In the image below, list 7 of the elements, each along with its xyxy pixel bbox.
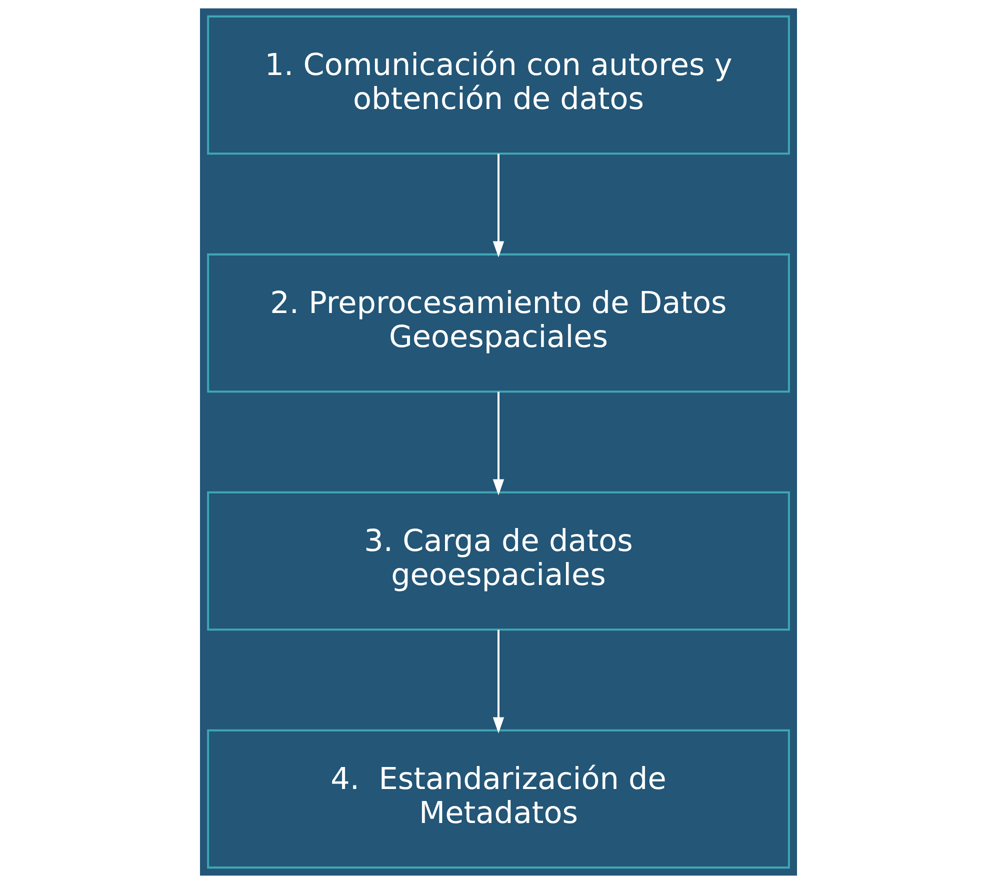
node-box: 2. Preprocesamiento de Datos Geoespaciales: [206, 253, 790, 393]
arrow: [492, 154, 504, 258]
arrow: [492, 630, 504, 734]
arrow: [492, 392, 504, 496]
node-box: 4. Estandarización de Metadatos: [206, 729, 790, 869]
node-box: 1. Comunicación con autores y obtención de datos: [206, 15, 790, 155]
node-box: 3. Carga de datos geoespaciales: [206, 491, 790, 631]
